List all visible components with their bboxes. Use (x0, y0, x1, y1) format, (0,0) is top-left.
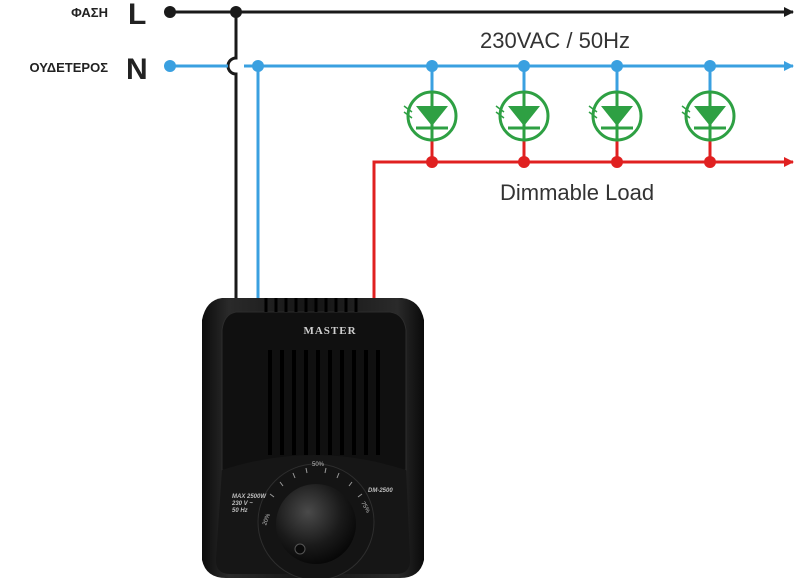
device-spec-line2: 230 V ~ (231, 501, 253, 507)
led-lamp (495, 60, 550, 168)
led-lamp (681, 60, 736, 168)
device-brand: MASTER (303, 325, 356, 337)
device-spec-line1: MAX 2500W (232, 494, 267, 500)
knob-indicator-icon (294, 543, 306, 555)
led-lamps (403, 60, 736, 168)
neutral-terminal-dot (164, 60, 176, 72)
neutral-name-label: ΟΥΔΕΤΕΡΟΣ (30, 60, 109, 75)
dial-mark-mid: 50% (312, 462, 325, 468)
dimmer-vents-top (264, 298, 358, 312)
dial-mark-low: 20% (262, 512, 272, 526)
load-label: Dimmable Load (500, 180, 654, 205)
dial-mark-high: 75% (359, 501, 371, 515)
neutral-letter-label: N (126, 53, 148, 86)
device-spec-line3: 50 Hz (232, 508, 248, 514)
phase-letter-label: L (128, 0, 146, 31)
phase-terminal-dot (164, 6, 176, 18)
device-model: DM-2500 (368, 488, 393, 494)
phase-drop-wire (226, 12, 238, 298)
led-lamp (403, 60, 458, 168)
dial-ticks (269, 467, 363, 498)
load-wire (372, 157, 794, 298)
phase-name-label: ΦΑΣΗ (71, 5, 108, 20)
supply-label: 230VAC / 50Hz (480, 28, 630, 53)
dimmer-knob[interactable] (276, 484, 356, 564)
dimmer-vents-front (268, 350, 380, 455)
dimmer-device: MASTER 20% 50% 75% MAX 2500W 230 V ~ 50 … (202, 298, 424, 578)
led-lamp (588, 60, 643, 168)
